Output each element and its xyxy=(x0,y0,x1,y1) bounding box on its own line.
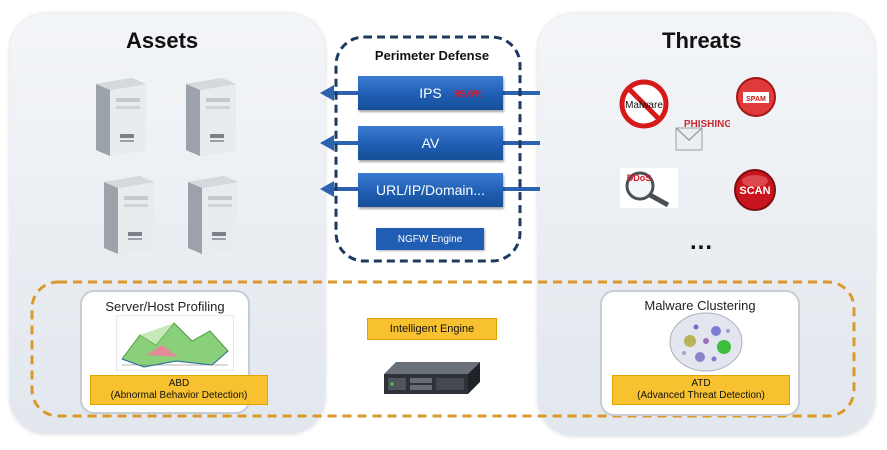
perimeter-defense-outline xyxy=(334,35,522,263)
threats-title: Threats xyxy=(662,28,742,53)
ips-badge: 99.6% xyxy=(454,89,483,100)
arrow-left-icon xyxy=(320,135,334,151)
url-ip-domain-bar: URL/IP/Domain... xyxy=(358,173,503,207)
arrow-left-icon xyxy=(320,85,334,101)
more-threats-ellipsis: ... xyxy=(690,228,714,255)
phishing-text: PHISHING xyxy=(684,119,730,130)
intelligent-engine-label: Intelligent Engine xyxy=(389,323,475,335)
abd-title: ABD xyxy=(168,378,190,389)
server-icon xyxy=(104,176,154,254)
perimeter-title: Perimeter Defense xyxy=(374,48,490,63)
arrow-left-icon xyxy=(320,181,334,197)
spam-text: SPAM xyxy=(746,96,766,103)
assets-title: Assets xyxy=(126,28,199,53)
ips-label: IPS xyxy=(419,85,442,101)
ddos-magnifier-icon: DDoS xyxy=(620,168,678,208)
intelligent-engine-box: Intelligent Engine xyxy=(367,318,497,340)
server-icon xyxy=(186,78,236,156)
ngfw-engine-label: NGFW Engine xyxy=(397,233,463,245)
av-bar: AV xyxy=(358,126,503,160)
atd-title: ATD xyxy=(691,378,711,389)
ngfw-engine-box: NGFW Engine xyxy=(376,228,484,250)
scan-text: SCAN xyxy=(739,185,770,197)
av-label: AV xyxy=(421,135,440,151)
scan-icon: SCAN xyxy=(734,169,776,211)
ddos-text: DDoS xyxy=(627,173,652,183)
ips-bar: IPS 99.6% xyxy=(358,76,503,110)
abd-box: ABD (Abnormal Behavior Detection) xyxy=(90,375,268,405)
petri-dish-icon xyxy=(668,311,744,373)
phishing-icon: PHISHING xyxy=(675,119,730,151)
appliance-icon xyxy=(384,362,480,394)
malware-text: Malware xyxy=(625,100,663,111)
spam-icon: SPAM xyxy=(736,77,776,117)
server-icon xyxy=(96,78,146,156)
server-icon xyxy=(188,176,238,254)
url-ip-domain-label: URL/IP/Domain... xyxy=(376,182,485,198)
malware-icon: Malware xyxy=(619,79,669,129)
surface-plot-icon xyxy=(116,315,234,371)
abd-subtitle: (Abnormal Behavior Detection) xyxy=(110,390,248,401)
atd-box: ATD (Advanced Threat Detection) xyxy=(612,375,790,405)
profiling-title: Server/Host Profiling xyxy=(105,299,225,314)
clustering-title: Malware Clustering xyxy=(644,298,756,313)
atd-subtitle: (Advanced Threat Detection) xyxy=(637,390,765,401)
